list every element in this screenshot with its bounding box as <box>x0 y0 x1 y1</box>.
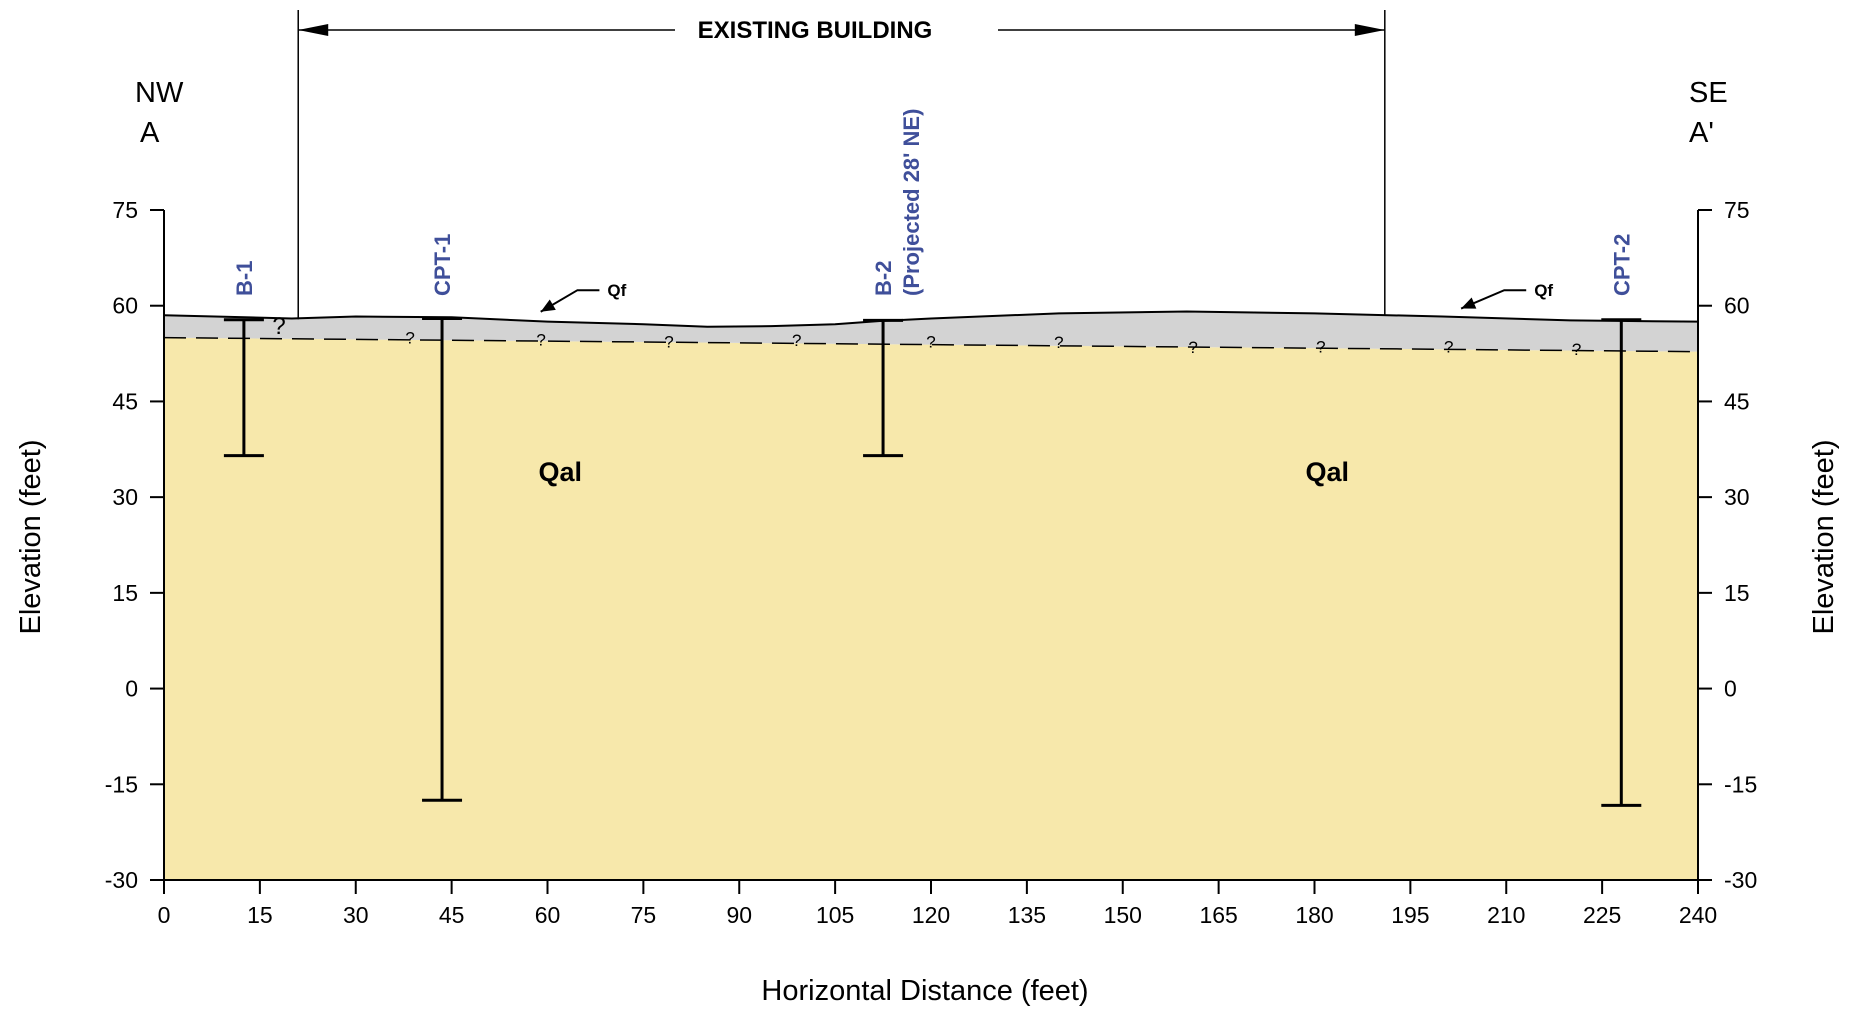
y-axis-title-right: Elevation (feet) <box>1808 439 1840 634</box>
borings-group: B-1 CPT-1 B-2(Projected 28' NE) CPT-2 <box>223 109 1642 807</box>
fill-layer <box>164 311 1698 352</box>
geologic-unit-label: Qal <box>1306 457 1350 487</box>
uncertain-contact-mark: ? <box>536 331 545 350</box>
y-tick-label-left: 75 <box>112 197 138 223</box>
y-tick-label-right: 45 <box>1724 388 1750 414</box>
y-tick-label-left: 45 <box>112 388 138 414</box>
boring-label: CPT-1 <box>430 234 455 296</box>
y-tick-label-left: -15 <box>105 771 138 797</box>
existing-building-label: EXISTING BUILDING <box>698 17 933 44</box>
uncertain-contact-mark: ? <box>272 313 285 340</box>
uncertain-contact-mark: ? <box>405 329 414 348</box>
x-tick-label: 165 <box>1199 902 1237 928</box>
corner-right-direction: SE <box>1689 77 1728 109</box>
y-tick-label-left: 0 <box>125 676 138 702</box>
x-tick-label: 195 <box>1391 902 1429 928</box>
y-tick-label-right: 75 <box>1724 197 1750 223</box>
fill-leader-line <box>1460 289 1527 310</box>
fill-unit-label: Qf <box>1534 281 1553 300</box>
boring-label: B-1 <box>232 261 257 296</box>
y-tick-label-right: 30 <box>1724 484 1750 510</box>
fill-unit-label: Qf <box>607 281 626 300</box>
corner-left-section: A <box>140 117 160 149</box>
x-tick-label: 60 <box>535 902 561 928</box>
x-tick-label: 90 <box>726 902 752 928</box>
x-tick-label: 135 <box>1008 902 1046 928</box>
y-tick-label-left: 15 <box>112 580 138 606</box>
y-tick-label-right: -15 <box>1724 771 1757 797</box>
y-tick-label-left: -30 <box>105 867 138 893</box>
x-tick-label: 75 <box>631 902 657 928</box>
x-axis-title: Horizontal Distance (feet) <box>761 975 1088 1007</box>
geologic-unit-label: Qal <box>539 457 583 487</box>
y-tick-label-left: 30 <box>112 484 138 510</box>
annotations-group: ??????????? Qal Qal Qf Qf <box>272 10 1581 487</box>
x-tick-label: 0 <box>158 902 171 928</box>
uncertain-contact-mark: ? <box>1054 333 1063 352</box>
boring-sublabel: (Projected 28' NE) <box>899 109 924 296</box>
geologic-layers <box>163 310 1699 881</box>
x-tick-label: 210 <box>1487 902 1525 928</box>
corner-right-section: A' <box>1689 117 1714 149</box>
fill-leader-arrowhead <box>540 299 556 312</box>
y-tick-label-right: 60 <box>1724 293 1750 319</box>
y-tick-label-right: -30 <box>1724 867 1757 893</box>
y-axis-title-left: Elevation (feet) <box>15 439 47 634</box>
x-tick-label: 150 <box>1104 902 1142 928</box>
ground-surface-line <box>163 310 1699 328</box>
x-tick-label: 225 <box>1583 902 1621 928</box>
uncertain-contact-mark: ? <box>1316 338 1325 357</box>
alluvium-layer <box>164 337 1698 881</box>
uncertain-contact-mark: ? <box>1188 338 1197 357</box>
boring-label: B-2 <box>871 261 896 296</box>
uncertain-contact-mark: ? <box>664 332 673 351</box>
uncertain-contact-mark: ? <box>1444 338 1453 357</box>
boring-label: CPT-2 <box>1609 234 1634 296</box>
y-tick-label-right: 0 <box>1724 676 1737 702</box>
x-tick-label: 120 <box>912 902 950 928</box>
y-tick-label-left: 60 <box>112 293 138 319</box>
x-tick-label: 30 <box>343 902 369 928</box>
x-tick-label: 105 <box>816 902 854 928</box>
x-tick-label: 180 <box>1295 902 1333 928</box>
y-tick-label-right: 15 <box>1724 580 1750 606</box>
x-tick-label: 240 <box>1679 902 1717 928</box>
fill-leader-arrowhead <box>1461 297 1477 309</box>
uncertain-contact-mark: ? <box>792 331 801 350</box>
x-tick-label: 15 <box>247 902 273 928</box>
fill-leader-line <box>540 289 600 313</box>
uncertain-contact-mark: ? <box>1572 340 1581 359</box>
x-tick-label: 45 <box>439 902 465 928</box>
building-arrow-left <box>298 24 329 36</box>
building-arrow-right <box>1354 24 1385 36</box>
corner-left-direction: NW <box>135 77 184 109</box>
uncertain-contact-mark: ? <box>926 332 935 351</box>
